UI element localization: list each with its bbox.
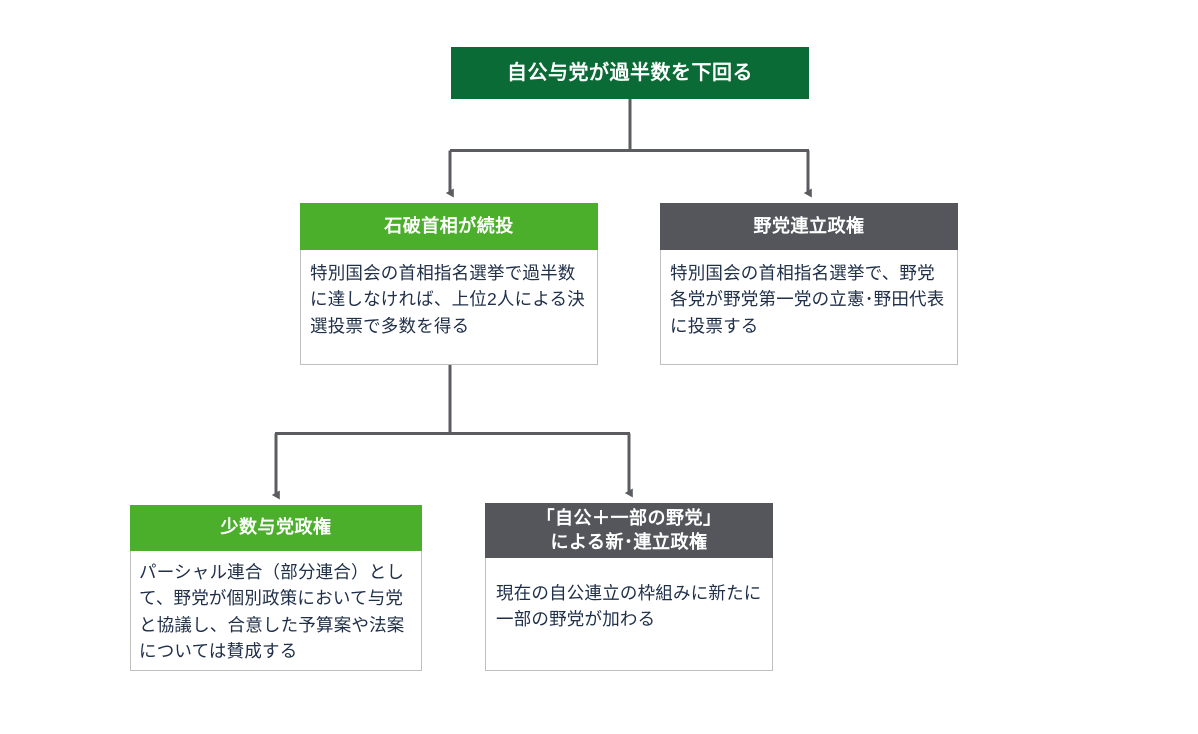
edge-ishiba-to-level3 xyxy=(271,365,633,500)
node-ishiba-title: 石破首相が続投 xyxy=(300,203,598,250)
node-new-coalition-title-line1: 「自公＋一部の野党」 xyxy=(536,508,722,529)
edge-root-to-level2 xyxy=(445,99,812,198)
node-new-coalition[interactable]: 「自公＋一部の野党」 による新･連立政権 現在の自公連立の枠組みに新たに一部の野… xyxy=(485,503,773,671)
node-new-coalition-title: 「自公＋一部の野党」 による新･連立政権 xyxy=(485,503,773,558)
node-root-title: 自公与党が過半数を下回る xyxy=(451,47,809,99)
node-new-coalition-body: 現在の自公連立の枠組みに新たに一部の野党が加わる xyxy=(485,558,773,671)
node-root-majority-loss[interactable]: 自公与党が過半数を下回る xyxy=(451,47,809,99)
node-opposition-body: 特別国会の首相指名選挙で、野党各党が野党第一党の立憲･野田代表に投票する xyxy=(660,250,958,365)
node-minority-title: 少数与党政権 xyxy=(130,505,422,551)
node-opposition-coalition[interactable]: 野党連立政権 特別国会の首相指名選挙で、野党各党が野党第一党の立憲･野田代表に投… xyxy=(660,203,958,365)
node-minority-body: パーシャル連合（部分連合）として、野党が個別政策において与党と協議し、合意した予… xyxy=(130,551,422,671)
node-new-coalition-title-line2: による新･連立政権 xyxy=(550,532,708,552)
node-opposition-title: 野党連立政権 xyxy=(660,203,958,250)
node-minority-government[interactable]: 少数与党政権 パーシャル連合（部分連合）として、野党が個別政策において与党と協議… xyxy=(130,505,422,671)
node-ishiba-continues[interactable]: 石破首相が続投 特別国会の首相指名選挙で過半数に達しなければ、上位2人による決選… xyxy=(300,203,598,365)
node-ishiba-body: 特別国会の首相指名選挙で過半数に達しなければ、上位2人による決選投票で多数を得る xyxy=(300,250,598,365)
